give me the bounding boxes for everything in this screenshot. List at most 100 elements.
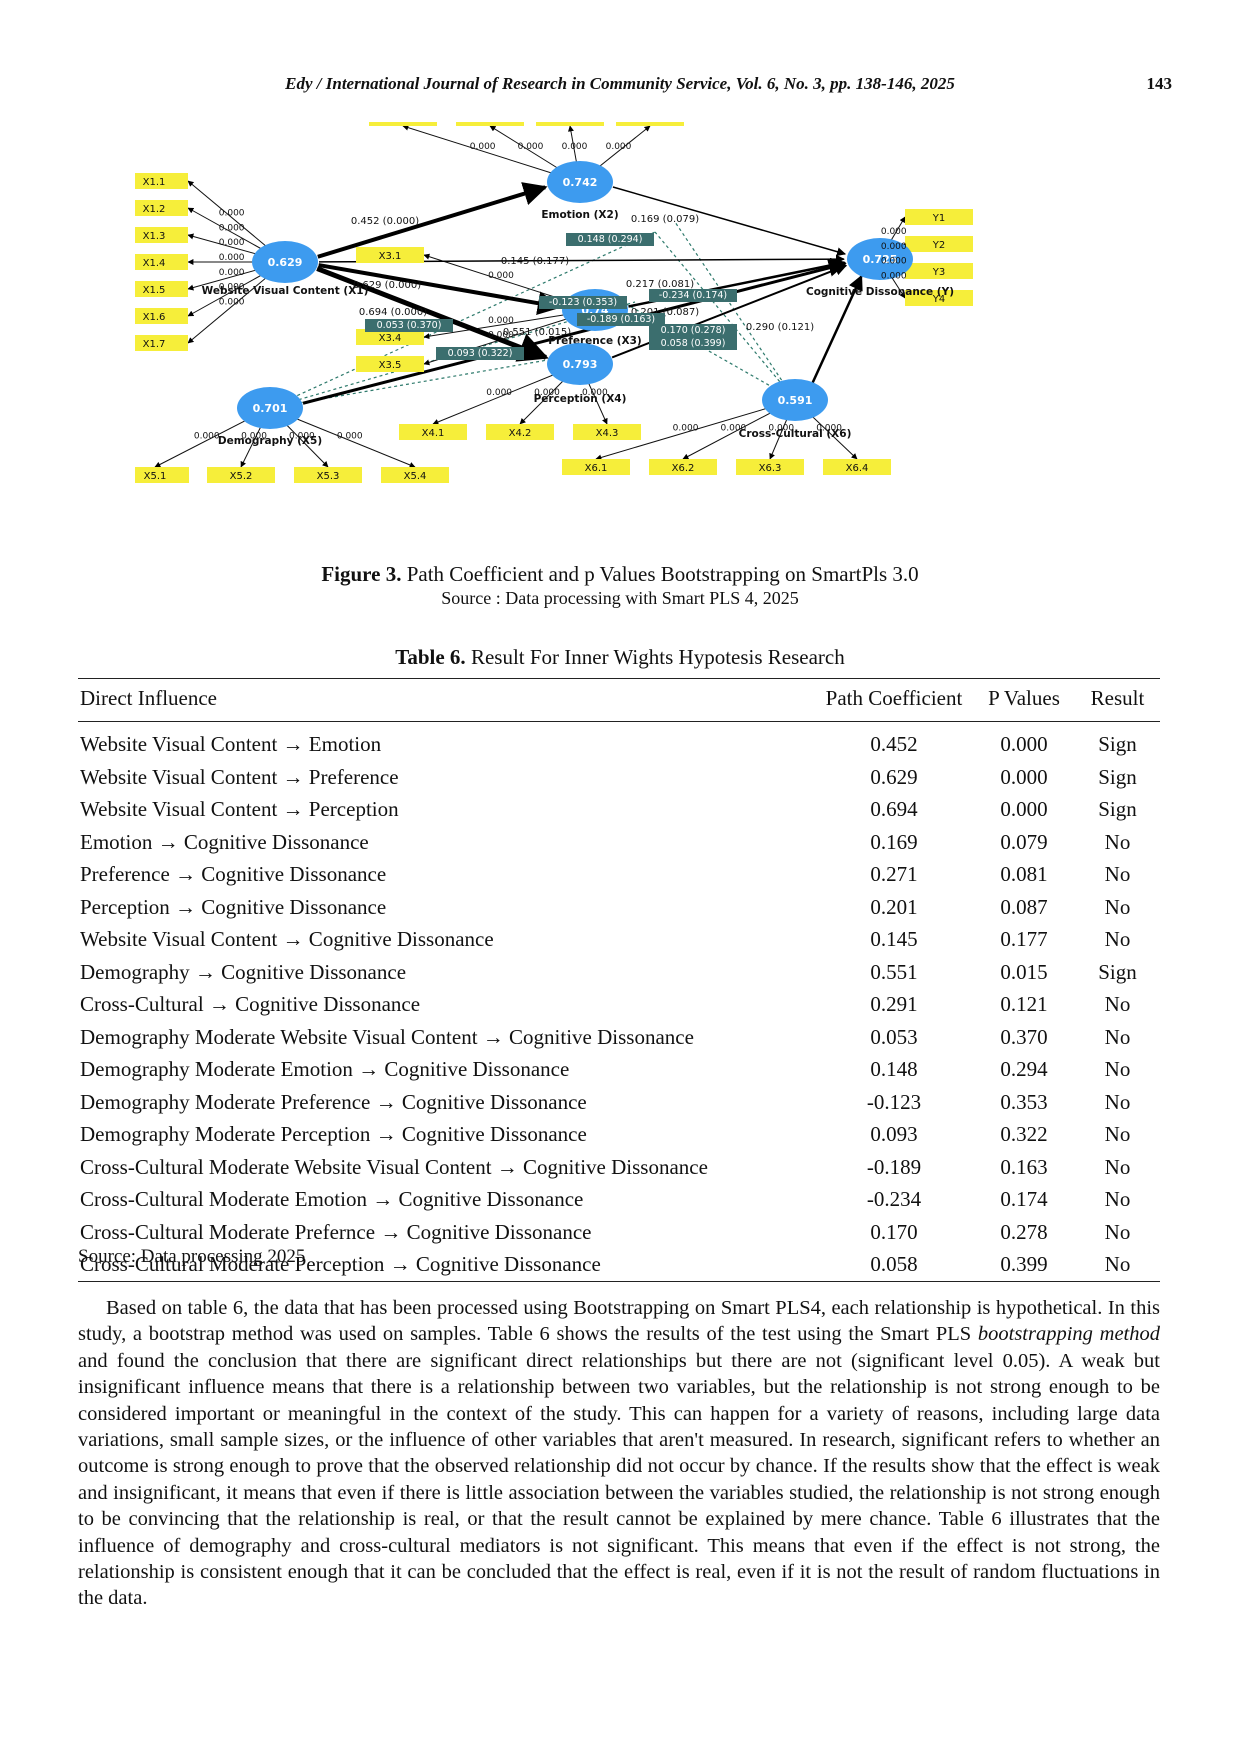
indicator-box — [736, 459, 804, 475]
path-coefficient-cell: 0.053 — [870, 1024, 918, 1049]
figure-caption-prefix: Figure 3. — [321, 562, 402, 586]
indicator-box — [207, 467, 275, 483]
result-cell: No — [1104, 1024, 1131, 1049]
loading-value: 0.000 — [534, 388, 560, 398]
figure-caption: Figure 3. Path Coefficient and p Values … — [0, 562, 1240, 587]
moderation-label-box — [577, 313, 665, 326]
influence-cell: Website Visual Content → Perception — [80, 797, 399, 822]
p-value-cell: 0.294 — [1000, 1057, 1048, 1082]
p-value-cell: 0.163 — [1000, 1154, 1048, 1179]
path-coefficient-cell: -0.234 — [866, 1187, 922, 1212]
p-value-cell: 0.079 — [1000, 829, 1048, 854]
indicator-box — [573, 424, 641, 440]
moderation-label: 0.058 (0.399) — [649, 337, 737, 350]
loading-value: 0.000 — [219, 238, 245, 248]
indicator-box — [399, 424, 467, 440]
moderation-label-box — [539, 296, 627, 309]
table-row: Cross-Cultural Moderate Perception → Cog… — [78, 1248, 1160, 1282]
path-coefficient-cell: 0.145 — [870, 927, 918, 952]
indicator-label: X4.3 — [596, 428, 619, 439]
moderation-label-text: 0.148 (0.294) — [578, 234, 643, 245]
path-label: 0.169 (0.079) — [631, 214, 699, 225]
moderation-label-text: 0.170 (0.278) — [661, 325, 726, 336]
p-value-cell: 0.174 — [1000, 1187, 1048, 1212]
path-coefficient-cell: 0.629 — [870, 764, 918, 789]
moderation-label: -0.234 (0.174) — [649, 289, 737, 302]
loading-value: 0.000 — [768, 423, 794, 433]
path-coefficient-cell: -0.123 — [866, 1089, 922, 1114]
indicator-label: X2.1 — [392, 122, 415, 125]
loading-value: 0.000 — [562, 142, 588, 152]
column-header: Result — [1073, 678, 1160, 722]
indicator-label: X6.2 — [672, 463, 695, 474]
result-cell: No — [1104, 992, 1131, 1017]
indicator-label: X5.1 — [144, 471, 167, 482]
path-label: 0.201 (0.087) — [631, 307, 699, 318]
indicator-box — [616, 122, 684, 126]
loading-arrow — [595, 399, 796, 461]
result-cell: Sign — [1098, 797, 1137, 822]
loading-value: 0.000 — [219, 298, 245, 308]
moderation-label: 0.170 (0.278) — [649, 324, 737, 337]
construct-r2-value: 0.742 — [563, 176, 598, 189]
result-cell: No — [1104, 894, 1131, 919]
influence-cell: Cross-Cultural Moderate Prefernce → Cogn… — [80, 1219, 592, 1244]
indicator-label: X4.2 — [509, 428, 532, 439]
loading-value: 0.000 — [488, 316, 514, 326]
p-value-cell: 0.399 — [973, 1248, 1073, 1282]
indicator-box — [135, 227, 188, 243]
indicator-box — [649, 459, 717, 475]
construct-node — [762, 379, 828, 421]
moderation-label-box — [649, 324, 737, 337]
result-cell: No — [1104, 862, 1131, 887]
p-value-cell: 0.370 — [1000, 1024, 1048, 1049]
indicator-box — [135, 200, 188, 216]
indicator-box — [381, 467, 449, 483]
indicator-box — [369, 122, 437, 126]
influence-cell: Emotion → Cognitive Dissonance — [80, 829, 369, 854]
influence-cell: Cross-Cultural → Cognitive Dissonance — [80, 992, 421, 1017]
indicator-label: X6.3 — [759, 463, 782, 474]
indicator-label: Y4 — [932, 294, 945, 305]
column-header: Path Coefficient — [813, 678, 973, 722]
indicator-box — [135, 254, 188, 270]
influence-cell: Website Visual Content → Preference — [80, 764, 399, 789]
paragraph-text: Based on table 6, the data that has been… — [78, 1297, 1160, 1346]
moderation-label-box — [649, 337, 737, 350]
indicator-box — [135, 467, 189, 483]
construct-name: Perception (X4) — [534, 393, 627, 405]
table-row: Demography Moderate Perception → Cogniti… — [78, 1118, 1160, 1151]
results-table: Direct Influence Path Coefficient P Valu… — [78, 678, 1160, 1282]
loading-value: 0.000 — [219, 223, 245, 233]
indicator-label: X4.1 — [422, 428, 445, 439]
moderation-label-text: 0.053 (0.370) — [377, 320, 442, 331]
path-label: 0.452 (0.000) — [351, 216, 419, 227]
moderation-label-text: -0.189 (0.163) — [587, 314, 655, 325]
path-coefficient-cell: 0.551 — [870, 959, 918, 984]
result-cell: No — [1104, 1057, 1131, 1082]
influence-cell: Demography Moderate Preference → Cogniti… — [80, 1089, 587, 1114]
indicator-label: X6.1 — [585, 463, 608, 474]
table-row: Website Visual Content → Cognitive Disso… — [78, 923, 1160, 956]
construct-name: Emotion (X2) — [541, 209, 618, 221]
indicator-box — [135, 308, 188, 324]
construct-r2-value: 0.701 — [253, 402, 288, 415]
indicator-label: X3.4 — [379, 333, 402, 344]
construct-name: Cross-Cultural (X6) — [739, 428, 852, 440]
indicator-boxes: X1.1X1.2X1.3X1.4X1.5X1.6X1.7X2.1X2.2X2.3… — [135, 122, 973, 483]
figure-source: Source : Data processing with Smart PLS … — [441, 588, 799, 608]
indicator-box — [456, 122, 524, 126]
influence-cell: Demography Moderate Website Visual Conte… — [80, 1024, 694, 1049]
indicator-box — [536, 122, 604, 126]
moderation-label: 0.148 (0.294) — [566, 233, 654, 246]
indicator-box — [135, 281, 188, 297]
indicator-box — [356, 356, 424, 372]
indicator-label: Y1 — [932, 213, 945, 224]
loading-value: 0.000 — [582, 388, 608, 398]
indicator-label: X3.1 — [379, 251, 402, 262]
indicator-box — [356, 329, 424, 345]
indicator-box — [356, 247, 424, 263]
path-labels: 0.000 0.000 0.000 0.000 0.000 0.000 0.000 0.000… — [194, 142, 907, 441]
